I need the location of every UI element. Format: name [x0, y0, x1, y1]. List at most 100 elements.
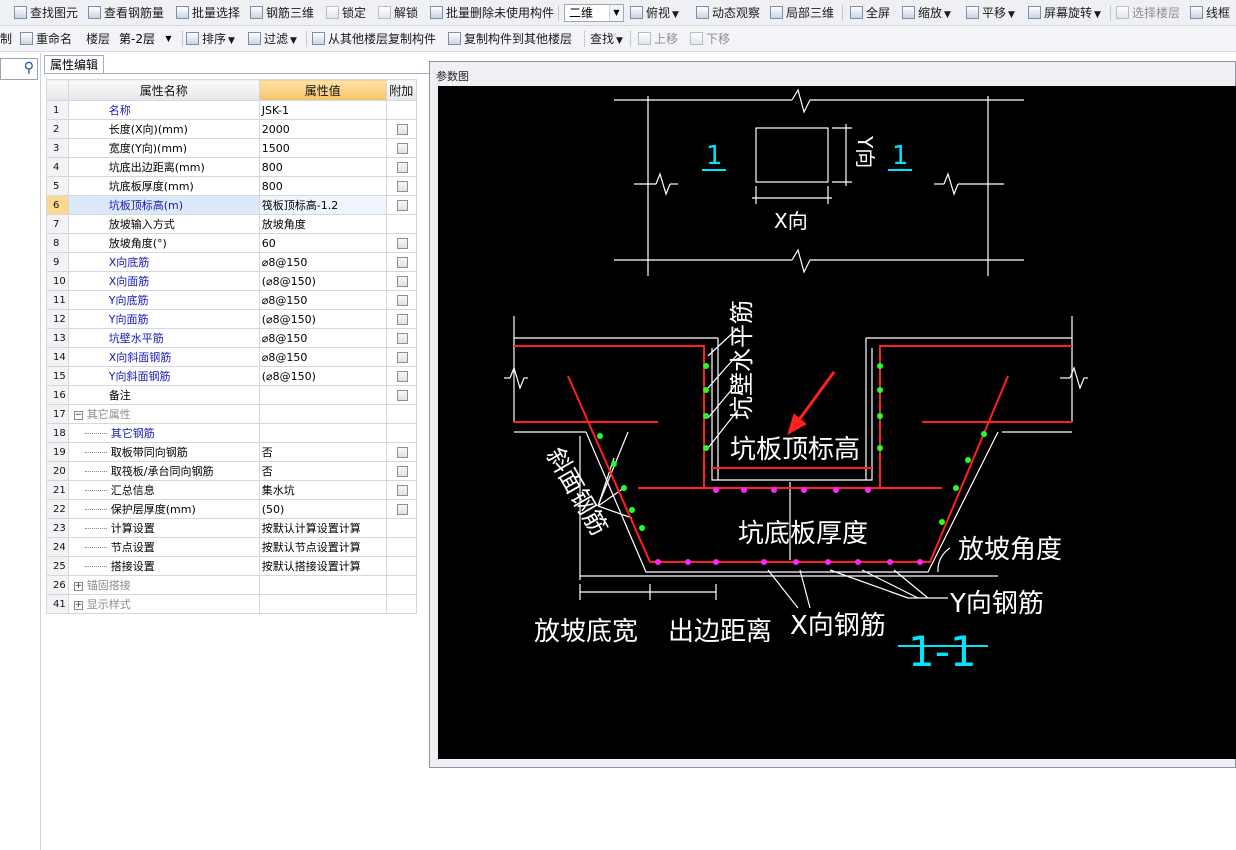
rebar-3d-button[interactable]: 钢筋三维 [250, 4, 314, 22]
rename-button[interactable]: 重命名 [20, 30, 72, 48]
expand-icon[interactable]: + [73, 599, 83, 610]
property-value[interactable]: ⌀8@150 [258, 328, 387, 348]
property-value[interactable]: 按默认搭接设置计算 [258, 556, 387, 576]
find-element-button[interactable]: 查找图元 [14, 4, 78, 22]
property-value[interactable]: 放坡角度 [258, 214, 387, 234]
find-button[interactable]: 查找▼ [590, 32, 623, 46]
property-value[interactable]: (⌀8@150) [258, 366, 387, 386]
property-value[interactable] [258, 594, 387, 614]
rotate-screen-button[interactable]: 屏幕旋转▼ [1028, 4, 1101, 22]
select-floor-button[interactable]: 选择楼层 [1116, 4, 1180, 22]
unlock-button[interactable]: 解锁 [378, 4, 418, 22]
property-value[interactable] [258, 575, 387, 595]
property-value[interactable]: 否 [258, 461, 387, 481]
property-value[interactable]: ⌀8@150 [258, 290, 387, 310]
extra-checkbox[interactable] [396, 200, 408, 211]
extra-checkbox[interactable] [396, 295, 408, 306]
extra-checkbox[interactable] [396, 352, 408, 363]
property-value[interactable]: ⌀8@150 [258, 347, 387, 367]
extra-checkbox[interactable] [396, 143, 408, 154]
batch-select-button[interactable]: 批量选择 [176, 4, 240, 22]
property-value[interactable]: (⌀8@150) [258, 271, 387, 291]
property-value[interactable]: 800 [258, 157, 387, 177]
local-3d-button[interactable]: 局部三维 [770, 4, 834, 22]
extra-checkbox[interactable] [396, 466, 408, 477]
top-view-button[interactable]: 俯视▼ [630, 4, 679, 22]
property-value[interactable]: 1500 [258, 138, 387, 158]
lock-button[interactable]: 锁定 [326, 4, 366, 22]
sort-button[interactable]: 排序▼ [186, 30, 235, 48]
property-value[interactable]: 否 [258, 442, 387, 462]
zoom-button[interactable]: 缩放▼ [902, 4, 951, 22]
extra-checkbox[interactable] [396, 162, 408, 173]
extra-checkbox[interactable] [396, 238, 408, 249]
copy-to-floor-button[interactable]: 复制构件到其他楼层 [448, 30, 572, 48]
property-row[interactable]: 26+锚固搭接 [46, 575, 417, 595]
extra-checkbox[interactable] [396, 390, 408, 401]
view-rebar-button[interactable]: 查看钢筋量 [88, 4, 164, 22]
property-value[interactable]: 按默认节点设置计算 [258, 537, 387, 557]
floor-select[interactable]: 第-2层▼ [114, 30, 176, 48]
property-value[interactable]: 按默认计算设置计算 [258, 518, 387, 538]
delete-unused-button[interactable]: 批量删除未使用构件 [430, 4, 554, 22]
property-value[interactable]: (50) [258, 499, 387, 519]
extra-checkbox[interactable] [396, 333, 408, 344]
filter-button[interactable]: 过滤▼ [248, 30, 297, 48]
search-input[interactable]: ⚲ [0, 58, 38, 80]
extra-checkbox[interactable] [396, 276, 408, 287]
search-icon[interactable]: ⚲ [23, 60, 34, 76]
wireframe-button[interactable]: 线框 [1190, 4, 1230, 22]
property-value[interactable] [258, 385, 387, 405]
extra-checkbox[interactable] [396, 314, 408, 325]
fullscreen-button[interactable]: 全屏 [850, 4, 890, 22]
move-down-button[interactable]: 下移 [690, 30, 730, 48]
property-value[interactable]: 2000 [258, 119, 387, 139]
property-value[interactable]: JSK-1 [258, 100, 387, 120]
tab-property-edit[interactable]: 属性编辑 [44, 55, 104, 73]
extra-checkbox[interactable] [396, 504, 408, 515]
property-value[interactable]: 800 [258, 176, 387, 196]
property-row[interactable]: 17−其它属性 [46, 404, 417, 424]
property-value[interactable]: ⌀8@150 [258, 252, 387, 272]
property-value[interactable]: 集水坑 [258, 480, 387, 500]
extra-checkbox[interactable] [396, 257, 408, 268]
expand-icon[interactable]: + [73, 580, 83, 591]
property-value[interactable] [258, 423, 387, 443]
copy-button[interactable]: 制 [0, 32, 13, 46]
pan-button[interactable]: 平移▼ [966, 4, 1015, 22]
view-mode-select[interactable]: 二维▼ [564, 4, 624, 22]
dynamic-view-button[interactable]: 动态观察 [696, 4, 760, 22]
extra-checkbox[interactable] [396, 371, 408, 382]
extra-checkbox[interactable] [396, 485, 408, 496]
property-value[interactable]: 筏板顶标高-1.2 [258, 195, 387, 215]
extra-checkbox[interactable] [396, 124, 408, 135]
copy-from-floor-button[interactable]: 从其他楼层复制构件 [312, 30, 436, 48]
extra-checkbox[interactable] [396, 447, 408, 458]
property-value[interactable]: 60 [258, 233, 387, 253]
extra-checkbox[interactable] [396, 181, 408, 192]
property-value[interactable]: (⌀8@150) [258, 309, 387, 329]
